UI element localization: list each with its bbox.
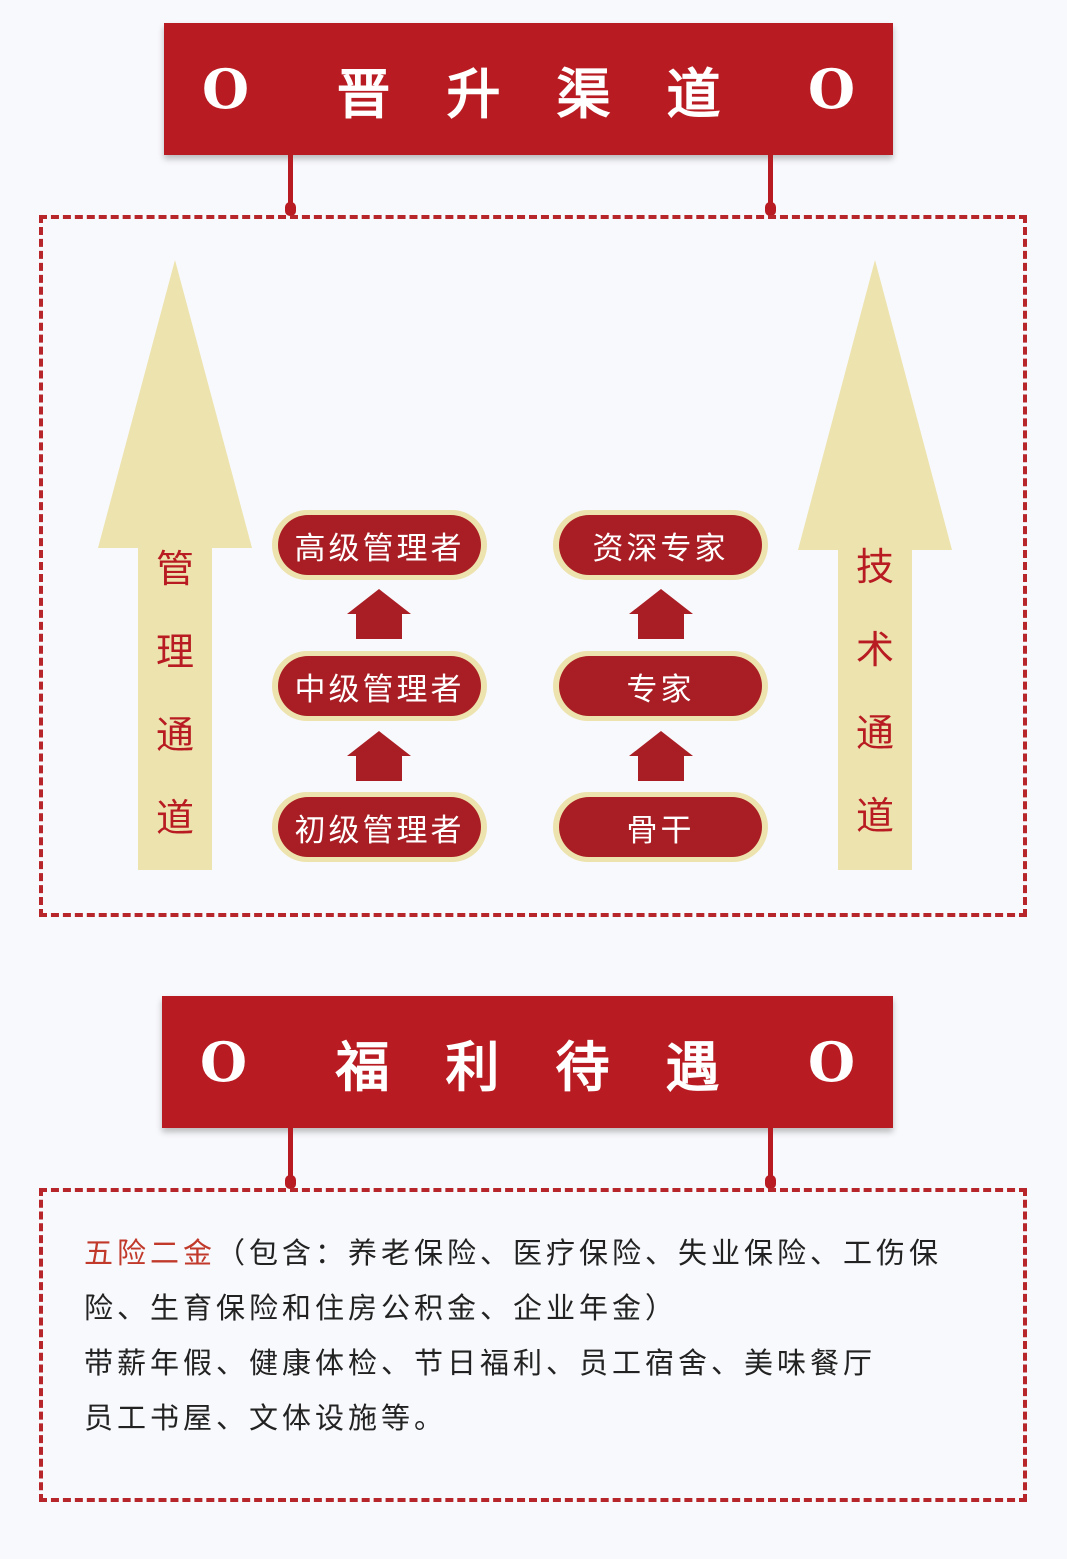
connector-dot [765,1175,776,1189]
label-char: 道 [855,794,894,838]
benefits-banner: O 福利待遇 O [162,996,893,1128]
connector-line [768,1128,773,1182]
banner-title: 福利待遇 [335,1034,776,1099]
promotion-channel-box [39,215,1027,917]
level-middle-manager: 中级管理者 [272,651,487,721]
level-label: 资深专家 [559,515,762,575]
benefits-insurance-detail: （包含：养老保险、医疗保险、失业保险、工伤保险、生育保险和住房公积金、企业年金） [84,1236,943,1325]
connector-dot [765,202,776,216]
label-char: 术 [855,628,894,672]
promotion-channel-banner: O 晋升渠道 O [164,23,893,155]
management-arrow-icon [98,260,252,870]
level-senior-manager: 高级管理者 [272,510,487,580]
up-arrow-icon [629,731,693,781]
technical-arrow-icon [798,260,952,870]
up-arrow-icon [629,589,693,639]
banner-left-mark: O [200,1030,248,1094]
benefits-line: 带薪年假、健康体检、节日福利、员工宿舍、美味餐厅 [84,1346,877,1380]
level-expert: 专家 [553,651,768,721]
level-backbone: 骨干 [553,792,768,862]
level-senior-expert: 资深专家 [553,510,768,580]
level-junior-manager: 初级管理者 [272,792,487,862]
connector-line [288,1128,293,1182]
connector-dot [285,202,296,216]
technical-channel-label: 技 术 通 道 [838,526,912,858]
benefits-box [39,1188,1027,1502]
level-label: 专家 [559,656,762,716]
level-label: 骨干 [559,797,762,857]
label-char: 通 [855,711,894,755]
benefits-line: 员工书屋、文体设施等。 [84,1401,448,1435]
level-label: 高级管理者 [278,515,481,575]
connector-line [288,155,293,209]
label-char: 技 [855,545,894,589]
banner-right-mark: O [807,1030,855,1094]
up-arrow-icon [347,589,411,639]
banner-title: 晋升渠道 [336,61,777,126]
benefits-highlight: 五险二金 [84,1236,217,1270]
connector-dot [285,1175,296,1189]
management-channel-label: 管 理 通 道 [138,528,212,860]
up-arrow-icon [347,731,411,781]
label-char: 道 [155,796,194,840]
connector-line [768,155,773,209]
label-char: 通 [155,713,194,757]
banner-left-mark: O [202,57,250,121]
banner-right-mark: O [807,57,855,121]
benefits-text: 五险二金（包含：养老保险、医疗保险、失业保险、工伤保险、生育保险和住房公积金、企… [84,1226,984,1446]
level-label: 中级管理者 [278,656,481,716]
level-label: 初级管理者 [278,797,481,857]
label-char: 理 [155,630,194,674]
label-char: 管 [155,547,194,591]
